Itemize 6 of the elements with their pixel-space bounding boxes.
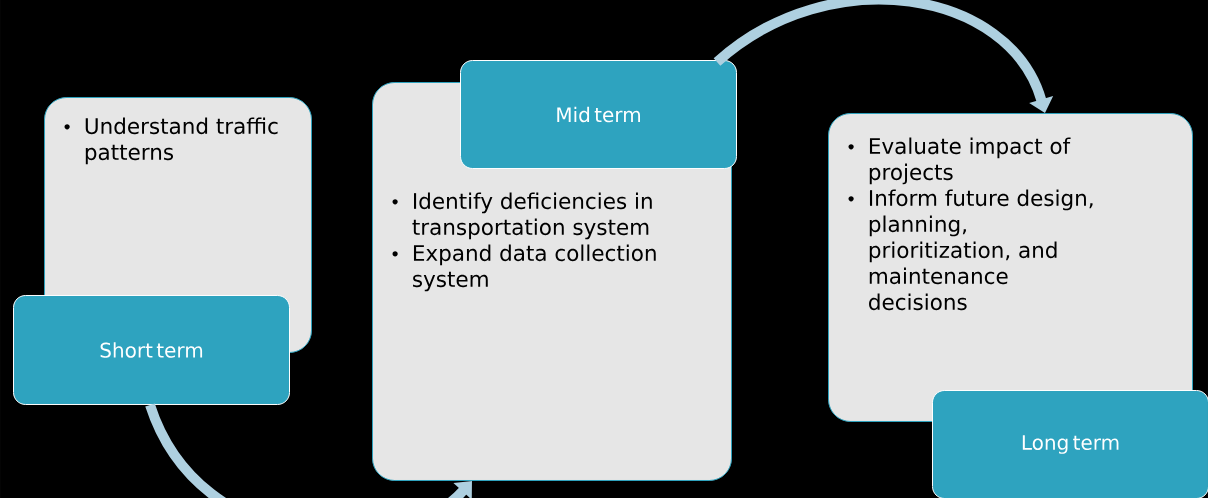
curved-arrow xyxy=(713,0,1054,113)
term-box: Long term xyxy=(932,390,1208,498)
curved-arrow xyxy=(145,403,472,498)
term-box: Mid term xyxy=(460,60,737,169)
text-card: Evaluate impact of projects Inform future design, planning, prioritization, and maintenance decisions xyxy=(828,113,1193,422)
term-box: Short term xyxy=(13,295,290,405)
